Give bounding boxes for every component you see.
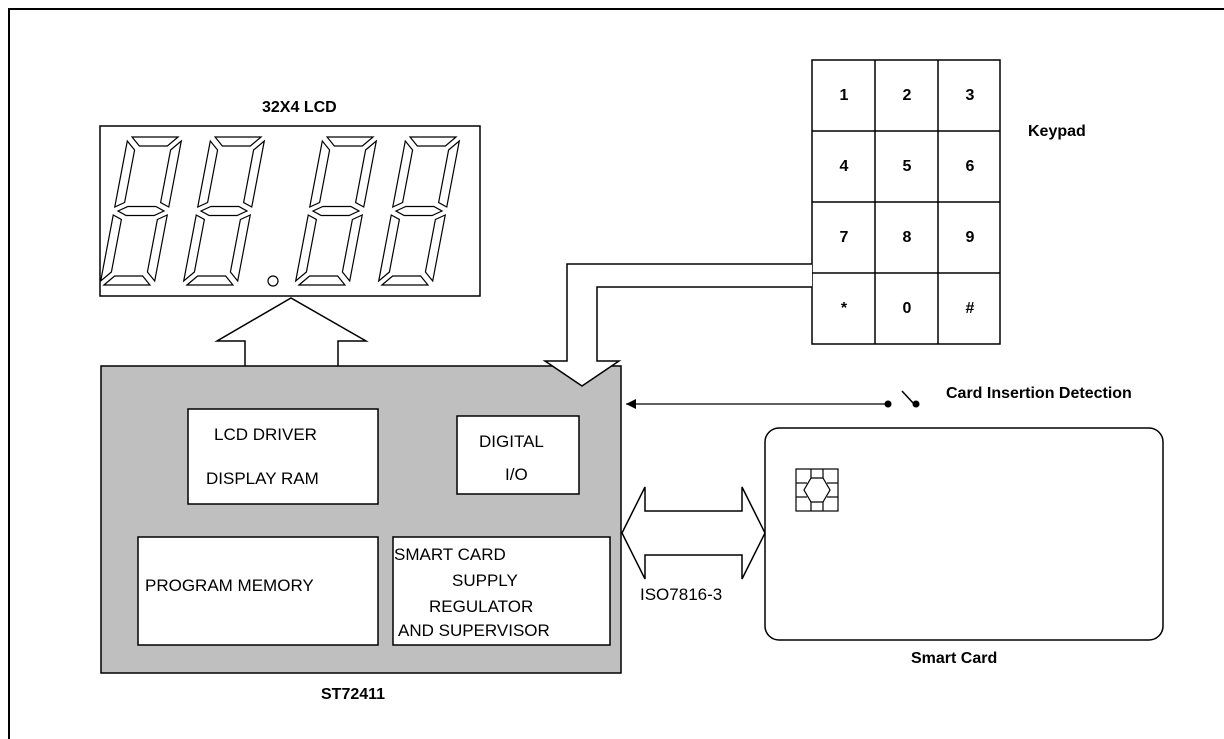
lcd-digit-2-segment-c bbox=[229, 213, 252, 283]
key-8: 8 bbox=[902, 229, 912, 246]
lcd-digit-2-segment-d bbox=[185, 275, 235, 286]
lcd-digit-1-segment-b bbox=[159, 139, 183, 208]
smart-card-body bbox=[764, 427, 1164, 641]
supply-label-3: REGULATOR bbox=[429, 597, 534, 616]
key-hash: # bbox=[965, 300, 975, 317]
switch-contact-right bbox=[912, 400, 920, 408]
program-memory-label: PROGRAM MEMORY bbox=[145, 576, 314, 595]
lcd-digit-1-segment-g bbox=[116, 205, 166, 217]
key-4: 4 bbox=[839, 158, 849, 175]
supply-label-4: AND SUPERVISOR bbox=[398, 621, 550, 640]
lcd-digit-1-segment-e bbox=[99, 214, 123, 283]
lcd-digit-2-segment-b bbox=[242, 139, 266, 208]
mcu-name-label: ST72411 bbox=[321, 686, 386, 703]
supply-label-2: SUPPLY bbox=[452, 571, 518, 590]
lcd-digit-1-segment-a bbox=[130, 136, 180, 147]
switch-lever bbox=[901, 390, 915, 405]
lcd-driver-block bbox=[187, 408, 379, 505]
lcd-decimal-point bbox=[267, 275, 279, 287]
lcd-digit-2-segment-e bbox=[182, 214, 206, 283]
key-2: 2 bbox=[902, 87, 912, 104]
lcd-bus-arrow bbox=[214, 297, 369, 366]
key-9: 9 bbox=[965, 229, 975, 246]
lcd-digit-3-segment-e bbox=[294, 214, 318, 283]
lcd-digit-2-segment-f bbox=[196, 139, 219, 209]
key-star: * bbox=[840, 300, 848, 317]
io-label: I/O bbox=[505, 465, 528, 484]
switch-contact-left bbox=[884, 400, 892, 408]
lcd-digit-4-segment-d bbox=[380, 275, 430, 286]
iso-label: ISO7816-3 bbox=[640, 585, 723, 604]
lcd-driver-label: LCD DRIVER bbox=[214, 425, 317, 444]
lcd-digit-3-segment-b bbox=[354, 139, 378, 208]
card-detect-label: Card Insertion Detection bbox=[946, 385, 1132, 402]
supply-regulator-block bbox=[392, 536, 611, 646]
lcd-digit-4-segment-f bbox=[391, 139, 414, 209]
key-0: 0 bbox=[902, 300, 912, 317]
lcd-digit-3-segment-f bbox=[308, 139, 331, 209]
lcd-digit-4-segment-c bbox=[424, 213, 447, 283]
lcd-digit-1-segment-c bbox=[146, 213, 169, 283]
smart-card-label: Smart Card bbox=[911, 650, 998, 667]
key-6: 6 bbox=[965, 158, 975, 175]
lcd-digit-4-segment-a bbox=[408, 136, 458, 147]
program-memory-block bbox=[137, 536, 379, 646]
lcd-digit-3-segment-d bbox=[297, 275, 347, 286]
digital-label: DIGITAL bbox=[479, 432, 544, 451]
supply-label-1: SMART CARD bbox=[394, 545, 506, 564]
lcd-digit-3-segment-a bbox=[325, 136, 375, 147]
digital-io-block bbox=[456, 415, 580, 495]
lcd-digit-1-segment-f bbox=[113, 139, 136, 209]
key-3: 3 bbox=[965, 87, 975, 104]
lcd-digit-4-segment-b bbox=[437, 139, 461, 208]
lcd-title: 32X4 LCD bbox=[262, 99, 337, 116]
lcd-digit-4-segment-e bbox=[377, 214, 401, 283]
lcd-digit-4-segment-g bbox=[394, 205, 444, 217]
key-5: 5 bbox=[902, 158, 912, 175]
lcd-digit-2-segment-a bbox=[213, 136, 263, 147]
key-7: 7 bbox=[839, 229, 849, 246]
iso-bus-arrow bbox=[621, 486, 766, 580]
keypad-title: Keypad bbox=[1028, 123, 1086, 140]
keypad-bus-arrow bbox=[542, 263, 812, 387]
card-chip-icon bbox=[795, 468, 839, 512]
lcd-digits bbox=[99, 136, 461, 286]
lcd-digit-1-segment-d bbox=[102, 275, 152, 286]
display-ram-label: DISPLAY RAM bbox=[206, 469, 319, 488]
key-1: 1 bbox=[839, 87, 849, 104]
lcd-digit-3-segment-g bbox=[311, 205, 361, 217]
diagram-frame bbox=[8, 8, 1224, 739]
lcd-digit-2-segment-g bbox=[199, 205, 249, 217]
lcd-digit-3-segment-c bbox=[341, 213, 364, 283]
